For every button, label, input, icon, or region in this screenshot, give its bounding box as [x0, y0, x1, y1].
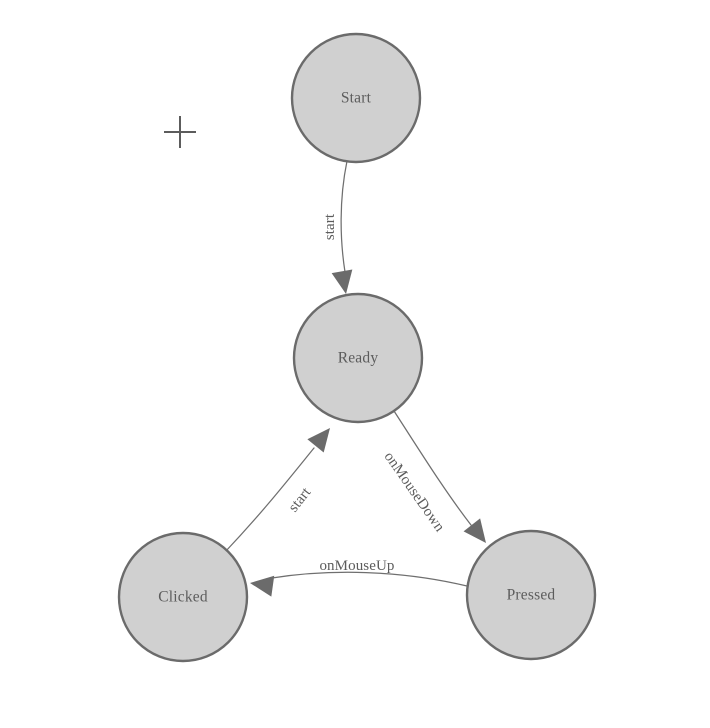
- node-label-ready: Ready: [338, 350, 379, 367]
- node-label-start: Start: [341, 90, 372, 107]
- edge-line-start-to-ready: [340, 160, 348, 273]
- edge-line-pressed-to-clicked: [271, 571, 468, 587]
- crosshair-plus-marker[interactable]: [164, 116, 196, 148]
- node-start[interactable]: Start: [290, 32, 422, 164]
- edge-arrowhead-start-to-ready: [331, 269, 353, 294]
- edge-label-start-to-ready: start: [322, 213, 338, 240]
- edge-line-clicked-to-ready: [224, 447, 315, 553]
- node-label-pressed: Pressed: [507, 587, 556, 604]
- edge-arrowhead-ready-to-pressed: [463, 518, 486, 543]
- edge-pressed-to-clicked[interactable]: onMouseUp: [249, 558, 468, 597]
- edge-label-pressed-to-clicked: onMouseUp: [319, 558, 394, 574]
- node-circle-start[interactable]: [290, 32, 422, 164]
- node-ready[interactable]: Ready: [292, 292, 424, 424]
- node-clicked[interactable]: Clicked: [117, 531, 249, 663]
- edge-arrowhead-clicked-to-ready: [307, 428, 330, 453]
- node-circle-clicked[interactable]: [117, 531, 249, 663]
- edge-arrowhead-pressed-to-clicked: [250, 575, 275, 597]
- node-pressed[interactable]: Pressed: [465, 529, 597, 661]
- node-circle-pressed[interactable]: [465, 529, 597, 661]
- edge-start-to-ready[interactable]: start: [322, 160, 356, 296]
- node-label-clicked: Clicked: [158, 589, 208, 606]
- edge-line-ready-to-pressed: [393, 410, 472, 526]
- node-circle-ready[interactable]: [292, 292, 424, 424]
